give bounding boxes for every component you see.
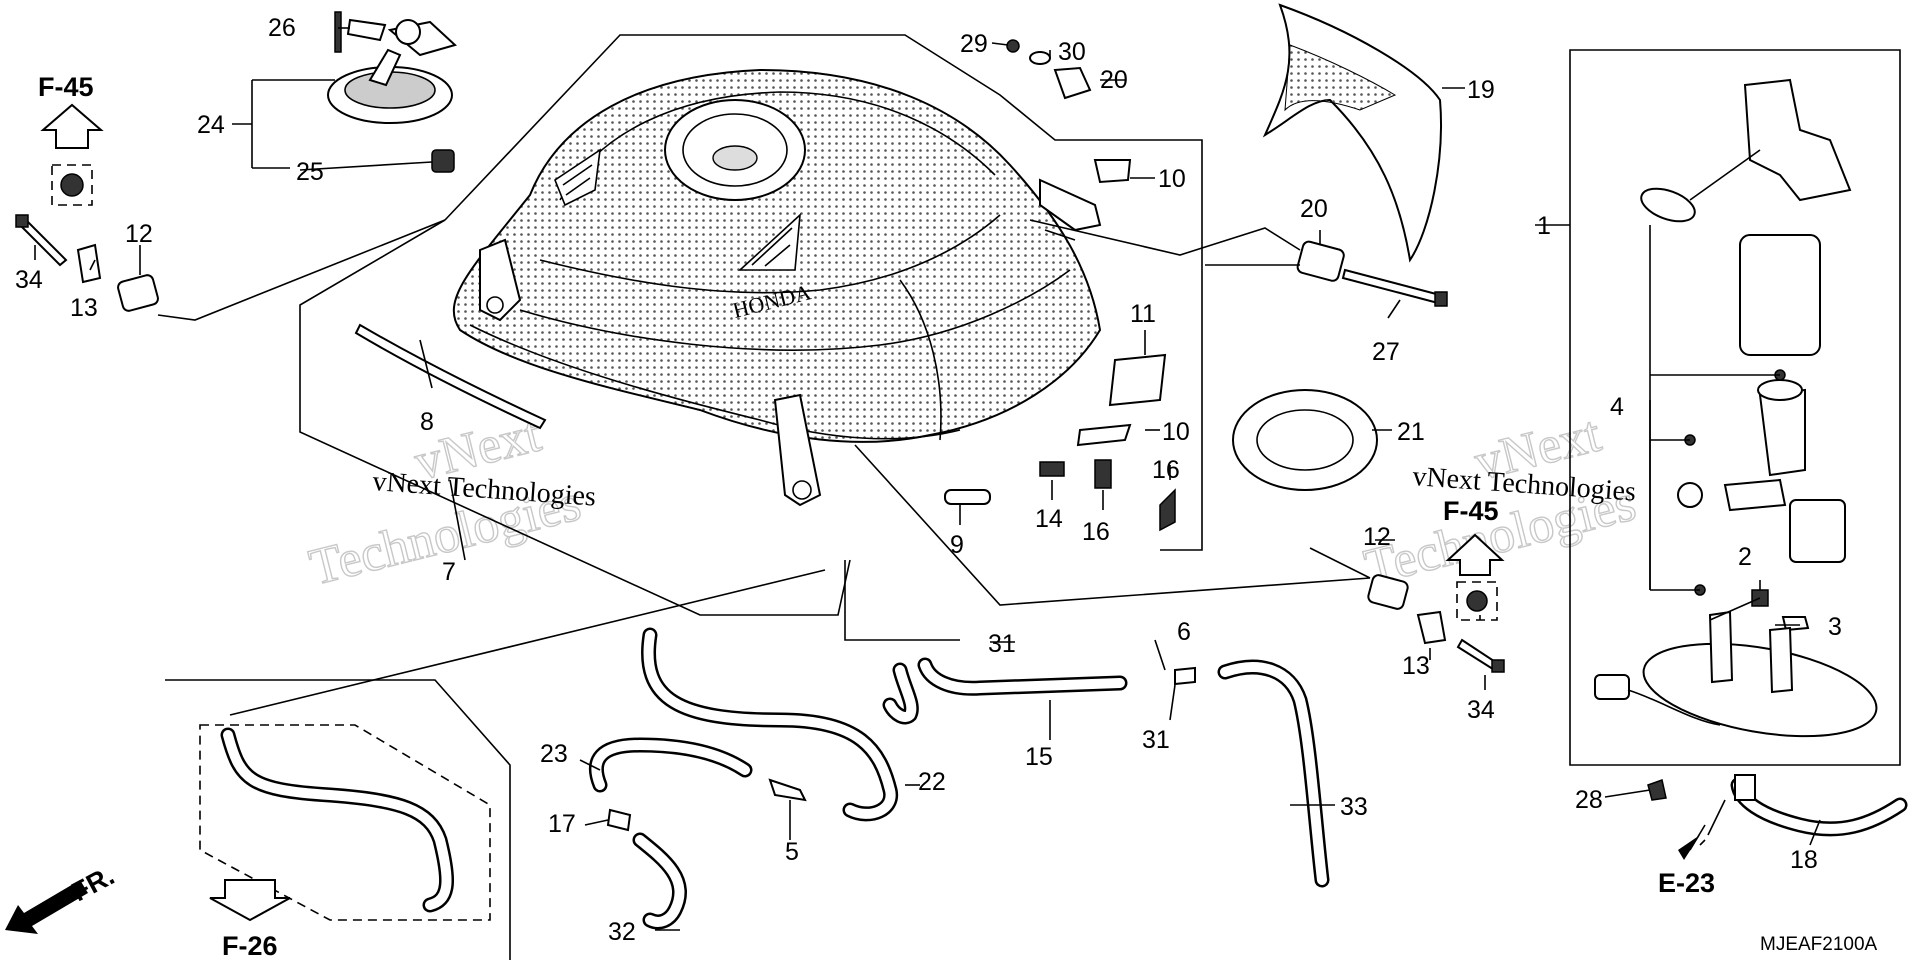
callout-34-left[interactable]: 34 [15, 266, 43, 294]
callout-33[interactable]: 33 [1340, 793, 1368, 821]
callout-20-top[interactable]: 20 [1100, 66, 1128, 94]
fuel-cap-assembly [327, 11, 457, 173]
callout-11[interactable]: 11 [1130, 300, 1156, 328]
callout-3[interactable]: 3 [1828, 613, 1842, 641]
callout-27[interactable]: 27 [1372, 338, 1400, 366]
cover-panel-19 [1262, 3, 1442, 263]
callout-28[interactable]: 28 [1575, 786, 1603, 814]
callout-21[interactable]: 21 [1397, 418, 1425, 446]
callout-23[interactable]: 23 [540, 740, 568, 768]
callout-13-right[interactable]: 13 [1402, 652, 1430, 680]
ref-e23[interactable]: E-23 [1658, 868, 1715, 898]
e23-arrow [1678, 824, 1706, 860]
callout-13-left[interactable]: 13 [70, 294, 98, 322]
callout-5[interactable]: 5 [785, 838, 799, 866]
callout-31-bottom[interactable]: 31 [1142, 726, 1170, 754]
callout-6[interactable]: 6 [1177, 618, 1191, 646]
callout-8[interactable]: 8 [420, 408, 434, 436]
callout-34-right[interactable]: 34 [1467, 696, 1495, 724]
callout-17[interactable]: 17 [548, 810, 576, 838]
gasket-21 [1232, 389, 1378, 491]
callout-16-bottom[interactable]: 16 [1082, 518, 1110, 546]
breather-strip-8 [354, 323, 547, 430]
front-arrow [5, 880, 88, 934]
callout-10-top[interactable]: 10 [1158, 165, 1186, 193]
callout-19[interactable]: 19 [1467, 76, 1495, 104]
callout-20-right[interactable]: 20 [1300, 195, 1328, 223]
callout-25[interactable]: 25 [296, 158, 324, 186]
ref-f45-right[interactable]: F-45 [1443, 496, 1499, 526]
diagram-code: MJEAF2100A [1760, 934, 1878, 955]
callout-22[interactable]: 22 [918, 768, 946, 796]
callout-15[interactable]: 15 [1025, 743, 1053, 771]
ref-f26[interactable]: F-26 [222, 931, 278, 960]
callout-14[interactable]: 14 [1035, 505, 1063, 533]
ref-f45-left[interactable]: F-45 [38, 72, 94, 102]
f26-arrow [209, 879, 291, 922]
callout-12-right[interactable]: 12 [1363, 523, 1391, 551]
callout-31-top[interactable]: 31 [988, 630, 1016, 658]
fuel-pump-assembly [1594, 78, 1878, 801]
callout-32[interactable]: 32 [608, 918, 636, 946]
callout-18[interactable]: 18 [1790, 846, 1818, 874]
grommet-parts-top [1006, 39, 1092, 100]
callout-7[interactable]: 7 [442, 558, 456, 586]
callout-30[interactable]: 30 [1058, 38, 1086, 66]
callout-1[interactable]: 1 [1537, 212, 1551, 240]
callout-24[interactable]: 24 [197, 111, 225, 139]
hoses [220, 627, 1908, 930]
callout-26[interactable]: 26 [268, 14, 296, 42]
callout-29[interactable]: 29 [960, 30, 988, 58]
frame-lines [165, 34, 1901, 960]
f45-arrow-left [40, 103, 104, 149]
callout-10-bottom[interactable]: 10 [1162, 418, 1190, 446]
fuel-tank: HONDA [452, 68, 1102, 507]
collar-bolt-right [1296, 240, 1448, 307]
f45-arrow-right [1445, 533, 1505, 621]
leader-lines [34, 27, 1821, 931]
callout-4[interactable]: 4 [1610, 393, 1624, 421]
small-parts-center [944, 159, 1176, 532]
callout-16-top[interactable]: 16 [1152, 456, 1180, 484]
callout-2[interactable]: 2 [1738, 543, 1752, 571]
callout-9[interactable]: 9 [950, 531, 964, 559]
mounting-hardware-left [15, 164, 159, 312]
callout-numbers: 1 2 3 4 5 6 7 8 9 10 10 11 12 12 13 13 1… [15, 14, 1842, 946]
mounting-hardware-right [1367, 574, 1505, 673]
callout-12-left[interactable]: 12 [125, 220, 153, 248]
